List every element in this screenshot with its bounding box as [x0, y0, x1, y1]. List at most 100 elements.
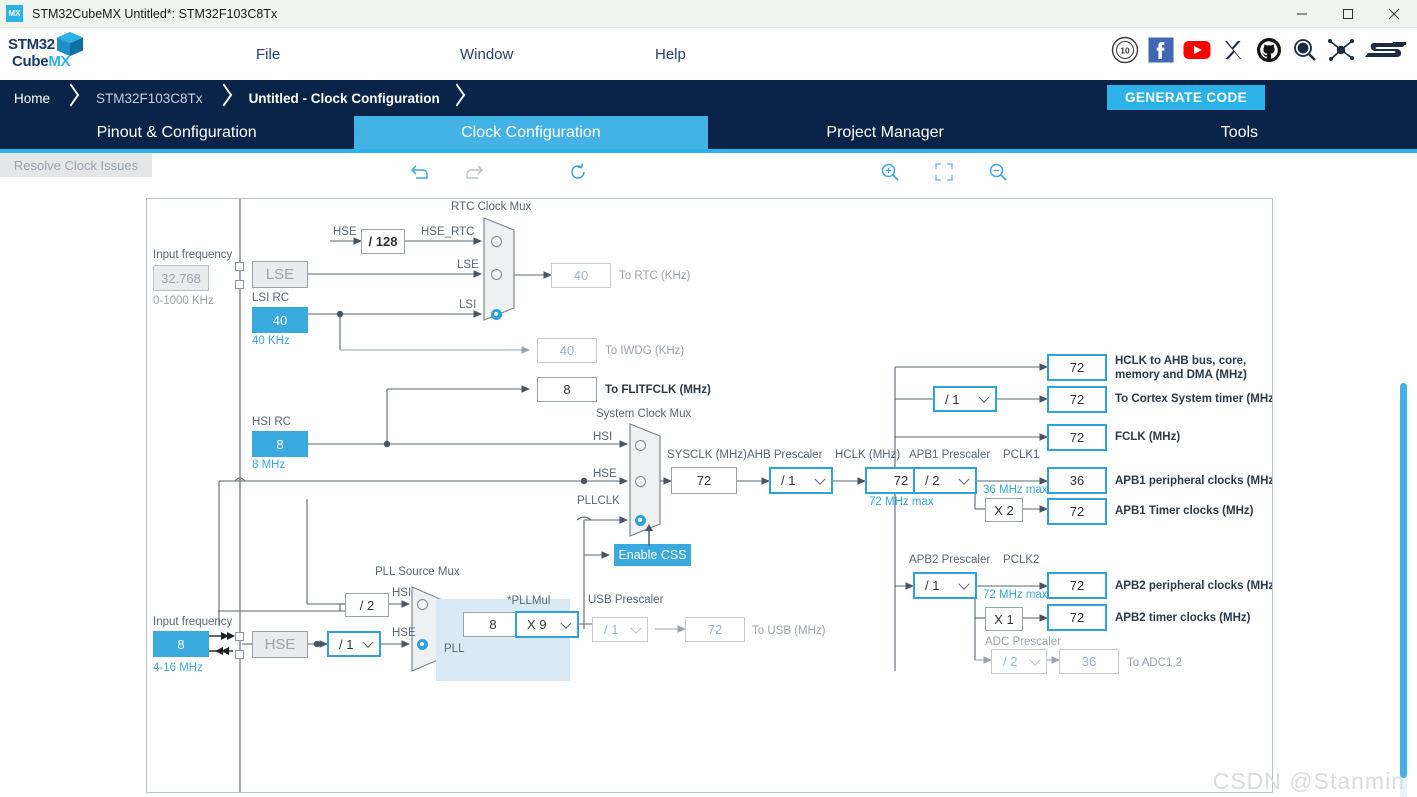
hse-input-frequency-field[interactable]: 8: [153, 631, 209, 657]
ahb-prescaler-label: AHB Prescaler: [747, 449, 823, 461]
hse-prediv-select[interactable]: / 1: [327, 631, 381, 657]
adc-prescaler-label: ADC Prescaler: [985, 636, 1062, 648]
system-mux-pin-hsi[interactable]: [635, 440, 646, 451]
apb1-timer-label: APB1 Timer clocks (MHz): [1115, 505, 1254, 517]
to-flitfclk-value[interactable]: 8: [537, 377, 597, 402]
cortex-timer-label: To Cortex System timer (MHz): [1115, 393, 1273, 405]
lse-oscillator-box[interactable]: LSE: [252, 261, 308, 288]
apb1-prescaler-label: APB1 Prescaler: [909, 449, 991, 461]
vertical-scrollbar[interactable]: [1400, 383, 1407, 797]
to-iwdg-label: To IWDG (KHz): [605, 345, 685, 357]
zoom-out-icon[interactable]: [986, 159, 1010, 185]
pllmul-value: X 9: [527, 617, 547, 632]
usb-prescaler-label: USB Prescaler: [588, 594, 664, 606]
hsi-rc-label: HSI RC: [252, 416, 291, 428]
cortex-prescaler-select[interactable]: / 1: [933, 386, 997, 412]
sysclk-value[interactable]: 72: [671, 467, 737, 494]
tab-clock-configuration[interactable]: Clock Configuration: [354, 116, 709, 149]
lsi-rc-value[interactable]: 40: [252, 307, 308, 333]
tab-pinout-configuration[interactable]: Pinout & Configuration: [0, 116, 355, 149]
pll-source-mux-pin-hse[interactable]: [417, 639, 428, 650]
lse-input-frequency-label: Input frequency: [153, 249, 233, 261]
apb2-timer-value[interactable]: 72: [1047, 604, 1107, 631]
tab-project-manager[interactable]: Project Manager: [708, 116, 1063, 149]
network-icon[interactable]: [1327, 36, 1355, 64]
enable-css-button[interactable]: Enable CSS: [614, 544, 691, 566]
system-mux-pin-pllclk[interactable]: [635, 515, 646, 526]
search-community-icon[interactable]: [1291, 36, 1319, 64]
system-mux-pin-hse[interactable]: [635, 476, 646, 487]
pllmul-select[interactable]: X 9: [515, 611, 579, 638]
pclk2-max-label: 72 MHz max: [983, 589, 1048, 601]
to-adc-label: To ADC1,2: [1127, 657, 1182, 669]
hclk-ahb-value[interactable]: 72: [1047, 354, 1107, 381]
breadcrumb-home[interactable]: Home: [14, 90, 51, 106]
rtc-mux-pin-lse[interactable]: [491, 269, 502, 280]
menu-help[interactable]: Help: [655, 45, 686, 63]
breadcrumb-page[interactable]: Untitled - Clock Configuration: [248, 90, 440, 106]
to-adc-value[interactable]: 36: [1059, 649, 1119, 674]
lsi-rc-label: LSI RC: [252, 292, 290, 304]
close-button[interactable]: [1371, 0, 1417, 28]
github-icon[interactable]: [1255, 36, 1283, 64]
usb-prescaler-value: / 1: [604, 622, 619, 637]
hclk-label: HCLK (MHz): [835, 449, 901, 461]
breadcrumb-device[interactable]: STM32F103C8Tx: [96, 90, 203, 106]
apb2-prescaler-label: APB2 Prescaler: [909, 554, 991, 566]
hse-connector-pin-bottom[interactable]: [235, 650, 244, 659]
pll-source-mux-pin-hsi[interactable]: [417, 599, 428, 610]
apb1-timer-multiplier[interactable]: X 2: [985, 498, 1023, 522]
pll-input-value[interactable]: 8: [463, 612, 523, 637]
pll-source-mux-title: PLL Source Mux: [375, 566, 460, 578]
lse-connector-pin-bottom[interactable]: [235, 280, 244, 289]
apb1-timer-value[interactable]: 72: [1047, 498, 1107, 525]
hse-oscillator-box[interactable]: HSE: [252, 631, 308, 658]
generate-code-button[interactable]: GENERATE CODE: [1107, 85, 1265, 110]
maximize-button[interactable]: [1325, 0, 1371, 28]
usb-prescaler-select[interactable]: / 1: [592, 617, 648, 642]
zoom-in-icon[interactable]: [878, 159, 902, 185]
to-iwdg-value[interactable]: 40: [537, 338, 597, 363]
to-usb-value[interactable]: 72: [685, 617, 745, 642]
chevron-down-icon-adc: [1029, 654, 1041, 666]
reset-icon[interactable]: [566, 159, 590, 185]
youtube-icon[interactable]: [1183, 36, 1211, 64]
apb1-peripheral-value[interactable]: 36: [1047, 467, 1107, 494]
clock-tree-canvas[interactable]: Input frequency 32.768 0-1000 KHz LSE LS…: [146, 198, 1273, 793]
resolve-clock-issues-button[interactable]: Resolve Clock Issues: [0, 153, 152, 177]
hse-direction-arrows-icon: [209, 632, 235, 655]
tab-tools[interactable]: Tools: [1062, 116, 1417, 149]
lse-input-frequency-field[interactable]: 32.768: [153, 265, 209, 291]
facebook-icon[interactable]: [1147, 36, 1175, 64]
to-rtc-value[interactable]: 40: [551, 263, 611, 288]
x-twitter-icon[interactable]: [1219, 36, 1247, 64]
st-logo-icon[interactable]: [1363, 36, 1409, 64]
anniversary-10-years-icon[interactable]: 10: [1111, 36, 1139, 64]
pclk2-label: PCLK2: [1003, 554, 1040, 566]
chevron-right-icon-2: [215, 80, 237, 116]
menu-bar: STM32 CubeMX File Window Help 10: [0, 28, 1417, 80]
hsi-div2-box[interactable]: / 2: [345, 593, 389, 617]
apb1-prescaler-select[interactable]: / 2: [913, 467, 977, 494]
menu-window[interactable]: Window: [460, 45, 514, 63]
menu-file[interactable]: File: [256, 45, 281, 63]
lse-connector-pin-top[interactable]: [235, 262, 244, 271]
chevron-down-icon-apb2: [958, 578, 970, 590]
apb2-peripheral-value[interactable]: 72: [1047, 572, 1107, 599]
apb2-prescaler-select[interactable]: / 1: [913, 572, 977, 599]
undo-icon[interactable]: [408, 159, 432, 185]
hse-connector-pin-top[interactable]: [235, 632, 244, 641]
hsi-rc-value[interactable]: 8: [252, 431, 308, 457]
fclk-value[interactable]: 72: [1047, 424, 1107, 451]
apb2-timer-multiplier[interactable]: X 1: [985, 607, 1023, 631]
vertical-scrollbar-thumb[interactable]: [1400, 383, 1407, 778]
ahb-prescaler-select[interactable]: / 1: [769, 467, 833, 494]
hse-rtc-divider-128[interactable]: / 128: [361, 229, 405, 254]
adc-prescaler-select[interactable]: / 2: [991, 649, 1047, 674]
fit-to-screen-icon[interactable]: [932, 159, 956, 185]
rtc-mux-pin-hse-rtc[interactable]: [491, 236, 502, 247]
minimize-button[interactable]: [1279, 0, 1325, 28]
rtc-mux-pin-lsi[interactable]: [491, 309, 502, 320]
redo-icon[interactable]: [462, 159, 486, 185]
cortex-timer-value[interactable]: 72: [1047, 386, 1107, 413]
